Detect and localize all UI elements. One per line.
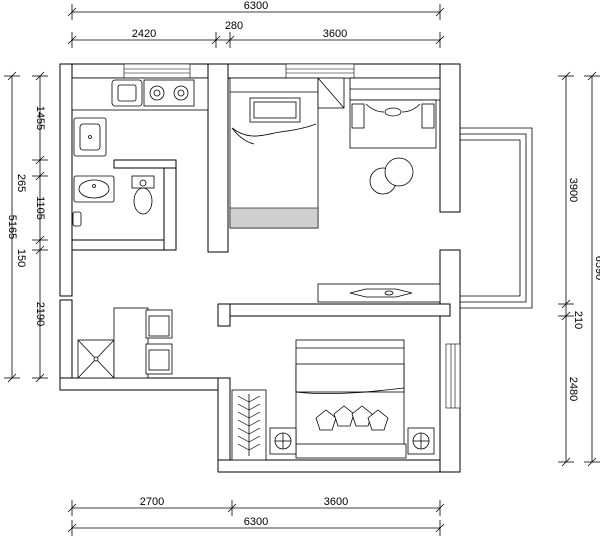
windows [123,63,461,409]
dimension-lines [4,4,600,536]
dim-left-1: 1455 [34,106,46,130]
dim-top-total: 6300 [244,0,268,12]
dim-right-2: 210 [572,311,584,329]
dim-top-right: 3600 [323,28,347,40]
dim-right-3: 2480 [567,377,579,401]
balcony [460,127,533,309]
dim-right-total: 6590 [593,256,600,280]
bed-double-bottom [231,339,435,461]
dim-left-2: 265 [15,174,27,192]
kitchen-counter [71,77,209,111]
dim-left-3: 1105 [34,196,46,220]
dim-left-total: 5165 [6,215,18,239]
living-room-furniture [317,77,441,303]
dim-bottom-left: 2700 [140,496,164,508]
bed-single-top [229,77,319,229]
dim-top-left: 2420 [132,28,156,40]
bathroom-fixtures [72,117,155,227]
dim-left-4: 150 [15,249,27,267]
west-room-fixtures [77,307,173,379]
dim-bottom-right: 3600 [324,496,348,508]
dim-top-gap: 280 [225,20,243,32]
walls [59,63,461,473]
dim-left-5: 2190 [34,302,46,326]
dim-bottom-total: 6300 [244,516,268,528]
dim-right-1: 3900 [567,178,579,202]
